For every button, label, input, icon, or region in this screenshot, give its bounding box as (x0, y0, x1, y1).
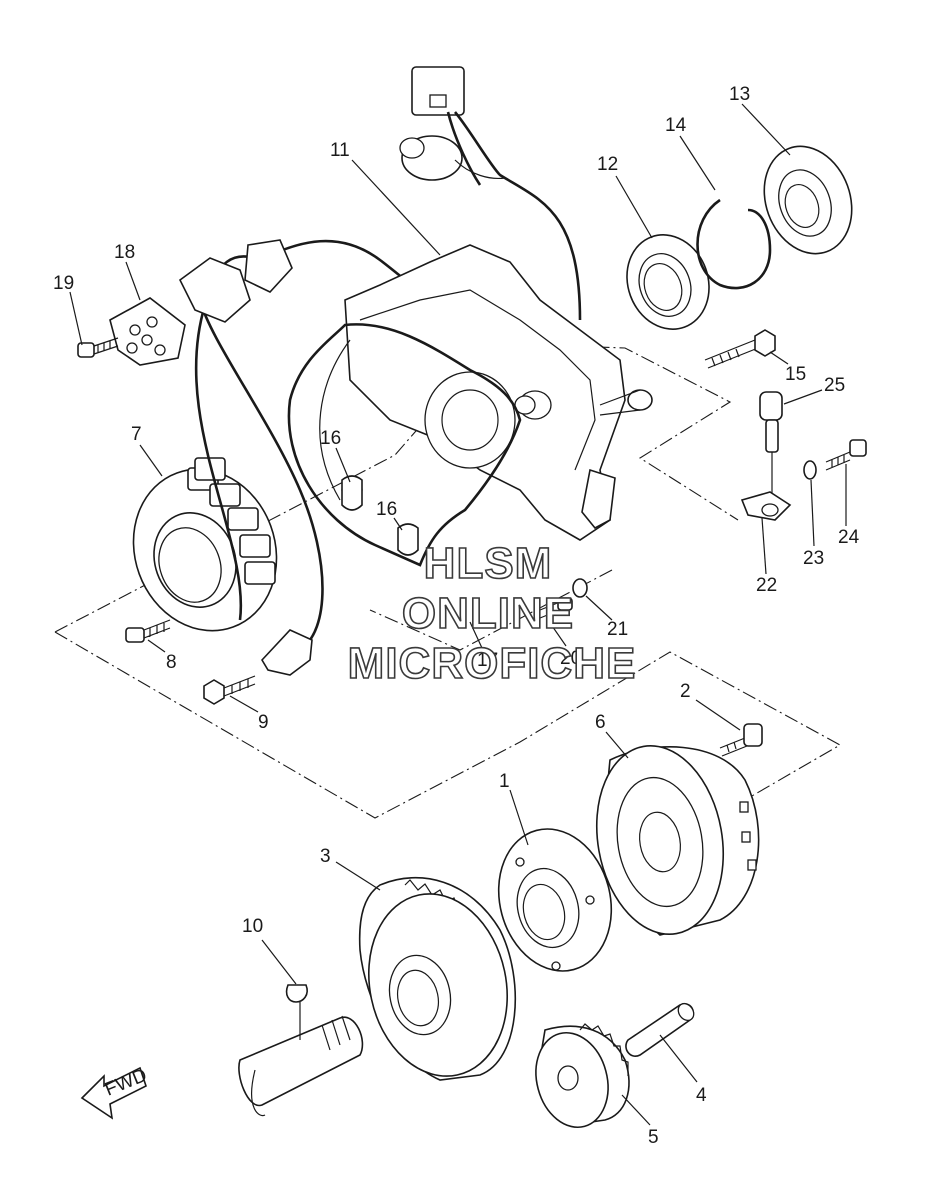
wire-connector-clip (261, 629, 313, 676)
pickup-coil-lead (198, 299, 324, 652)
callout-18: 18 (114, 242, 135, 263)
cover-bolt-long[interactable] (704, 329, 776, 369)
callout-8: 8 (166, 652, 177, 673)
watermark-line-1: HLSM (424, 539, 553, 588)
bracket-bolt[interactable] (825, 439, 867, 471)
bearing[interactable] (750, 134, 867, 266)
callout-1: 1 (499, 771, 510, 792)
callout-5: 5 (648, 1127, 659, 1148)
stator-bolt[interactable] (125, 619, 171, 643)
callout-13: 13 (729, 84, 750, 105)
callout-22: 22 (756, 575, 777, 596)
callout-2: 2 (680, 681, 691, 702)
starter-clutch[interactable] (483, 816, 627, 984)
idle-gear-shaft[interactable] (625, 1001, 697, 1057)
callout-7: 7 (131, 424, 142, 445)
pickup-bolt[interactable] (203, 675, 256, 705)
idle-gear[interactable] (526, 1023, 630, 1135)
neutral-switch[interactable] (399, 135, 506, 181)
o-ring[interactable] (572, 578, 588, 598)
fwd-arrow-icon: FWD (80, 1065, 150, 1120)
callout-9: 9 (258, 712, 269, 733)
cover-assembly-outline (369, 569, 613, 651)
pickup-coil[interactable] (109, 297, 186, 366)
callout-17: 17 (477, 650, 498, 671)
callout-25: 25 (824, 375, 845, 396)
leader-lines (69, 103, 847, 1126)
cover-gasket[interactable] (287, 323, 522, 567)
lower-assembly-outline (54, 631, 842, 819)
starter-wheel-gear[interactable] (352, 877, 523, 1089)
callout-16b: 16 (376, 499, 397, 520)
dowel-pin[interactable] (397, 523, 419, 556)
woodruff-key[interactable] (285, 984, 308, 1003)
callout-numbers: 1 2 3 4 5 6 7 8 9 10 11 12 13 14 15 16 1… (53, 84, 860, 1148)
callout-11: 11 (330, 140, 350, 161)
callout-15: 15 (785, 364, 806, 385)
oil-seal[interactable] (614, 223, 722, 341)
callout-16a: 16 (320, 428, 341, 449)
watermark-line-2: ONLINE (402, 589, 574, 638)
callout-10: 10 (242, 916, 263, 937)
rotor-bolt[interactable] (719, 723, 763, 757)
callout-3: 3 (320, 846, 331, 867)
callout-24: 24 (838, 527, 860, 548)
watermark-line-3: MICROFICHE (348, 639, 637, 688)
wire-clamp-plate (178, 257, 251, 323)
circlip[interactable] (696, 198, 772, 290)
washer[interactable] (803, 460, 817, 480)
harness-grommet (244, 239, 293, 293)
callout-6: 6 (595, 712, 606, 733)
callout-14: 14 (665, 115, 687, 136)
guide-bracket[interactable] (740, 491, 792, 521)
stator-coil-assembly[interactable] (111, 449, 299, 651)
callout-12: 12 (597, 154, 618, 175)
cable-guide[interactable] (759, 391, 783, 500)
pickup-coil-bolt[interactable] (77, 337, 119, 358)
cover-bolt-short[interactable] (539, 597, 573, 619)
crankshaft (238, 1015, 364, 1117)
watermark: HLSM ONLINE MICROFICHE (347, 538, 637, 689)
crankcase-cover[interactable] (344, 244, 653, 541)
callout-20: 20 (560, 648, 581, 669)
callout-4: 4 (696, 1085, 707, 1106)
callout-19: 19 (53, 273, 74, 294)
speed-sensor-connector[interactable] (411, 66, 582, 321)
callout-23: 23 (803, 548, 824, 569)
callout-21: 21 (607, 619, 628, 640)
rotor[interactable] (582, 736, 760, 945)
dowel-pin[interactable] (341, 475, 363, 511)
